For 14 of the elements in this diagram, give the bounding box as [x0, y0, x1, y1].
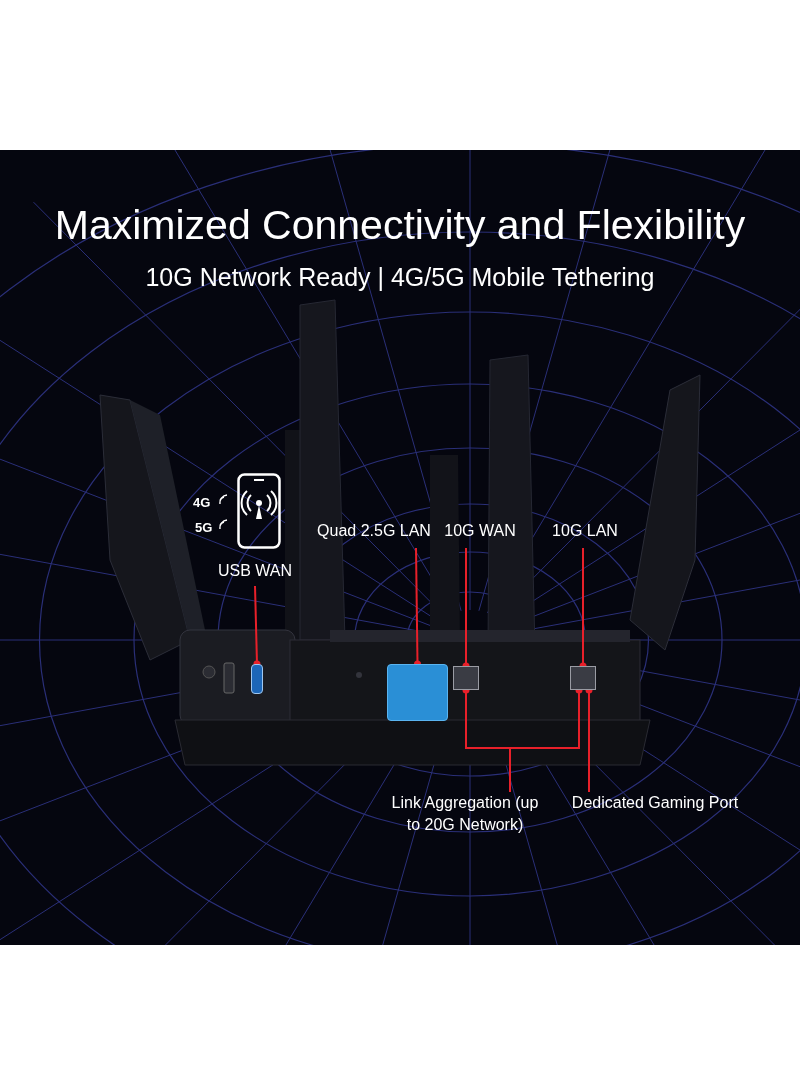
callout-label: 10G WAN: [440, 520, 520, 543]
subtitle: 10G Network Ready | 4G/5G Mobile Tethering: [144, 262, 656, 293]
ethernet-port: [570, 666, 596, 690]
callout-label: Link Aggregation (up to 20G Network): [389, 792, 541, 837]
callout-label: Quad 2.5G LAN: [310, 520, 438, 543]
network-label: 4G: [193, 496, 211, 509]
ethernet-port: [453, 666, 479, 690]
callout-label: Dedicated Gaming Port: [560, 792, 750, 815]
callout-label: 10G LAN: [545, 520, 625, 543]
title: Maximized Connectivity and Flexibility: [53, 201, 747, 250]
lan-port-block: [387, 664, 448, 721]
network-label: 5G: [195, 521, 213, 534]
usb-port: [251, 664, 263, 694]
callout-label: USB WAN: [205, 560, 305, 583]
